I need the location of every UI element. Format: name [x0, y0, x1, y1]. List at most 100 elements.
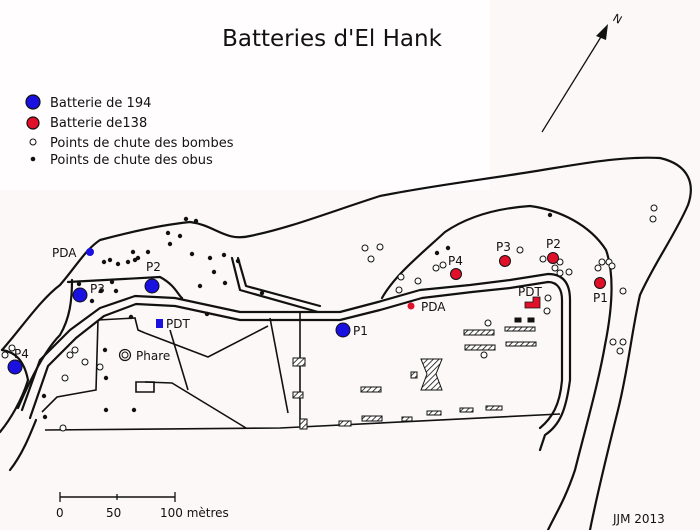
- north-label: N: [611, 11, 625, 26]
- shell-impact-marker: [145, 249, 151, 255]
- battery-138-p2-label: P2: [546, 237, 561, 251]
- shell-impact-marker: [113, 288, 119, 294]
- shell-impact-marker: [130, 249, 136, 255]
- bomb-impact-marker: [544, 294, 552, 302]
- scale-bar: 0 50 100 mètres: [56, 492, 229, 520]
- bomb-impact-marker: [414, 277, 422, 285]
- bomb-impact-marker: [616, 347, 624, 355]
- battery-138-pda-marker[interactable]: [407, 302, 415, 310]
- shell-impact-marker: [547, 212, 553, 218]
- shell-impact-marker: [128, 314, 134, 320]
- bomb-impact-marker: [619, 338, 627, 346]
- bomb-impact-marker: [395, 286, 403, 294]
- legend-battery-138: Batterie de138: [50, 116, 147, 131]
- shell-impact-marker: [259, 290, 265, 296]
- shell-impact-marker: [204, 311, 210, 317]
- bomb-impact-marker: [556, 269, 564, 277]
- bomb-impact-marker: [594, 264, 602, 272]
- shell-impact-marker: [103, 375, 109, 381]
- credit: JJM 2013: [612, 512, 665, 526]
- road: [20, 256, 572, 452]
- bomb-impact-marker: [480, 351, 488, 359]
- coastline: [0, 156, 692, 530]
- buildings: [292, 317, 537, 430]
- battery-138-p3-label: P3: [496, 240, 511, 254]
- shell-impact-marker: [131, 407, 137, 413]
- north-arrow-icon: N: [541, 11, 625, 133]
- bomb-impact-marker: [649, 215, 657, 223]
- bomb-impact-marker: [619, 287, 627, 295]
- battery-194-pda-marker[interactable]: [86, 248, 94, 256]
- battery-138-p2-marker[interactable]: [547, 252, 559, 264]
- shell-impact-marker: [102, 347, 108, 353]
- battery-194-p3-label: P3: [90, 282, 105, 296]
- shell-impact-marker: [193, 218, 199, 224]
- battery-138-p4-label: P4: [448, 254, 463, 268]
- lighthouse-icon: [118, 348, 132, 362]
- battery-138-pda-label: PDA: [421, 300, 446, 314]
- batteries-138: P4 P3 P2 P1 PDA PDT: [407, 237, 608, 314]
- shell-impact-marker: [115, 261, 121, 267]
- shell-impact-marker: [177, 233, 183, 239]
- legend-shell-impacts: Points de chute des obus: [50, 153, 213, 168]
- battery-194-p2-label: P2: [146, 260, 161, 274]
- bomb-impact-marker: [516, 246, 524, 254]
- shell-impact-marker: [434, 250, 440, 256]
- battery-194-pdt-marker[interactable]: [156, 319, 163, 328]
- bomb-impact-marker: [539, 255, 547, 263]
- shell-impact-marker: [101, 259, 107, 265]
- scale-label-50: 50: [106, 506, 121, 520]
- legend: Batterie de 194 Batterie de138 Points de…: [25, 94, 234, 168]
- lighthouse: Phare: [118, 348, 170, 363]
- shell-impact-marker: [98, 288, 104, 294]
- legend-battery-194: Batterie de 194: [50, 96, 151, 111]
- shell-impacts: [41, 212, 553, 420]
- lighthouse-label: Phare: [136, 349, 170, 363]
- shell-impact-marker: [207, 255, 213, 261]
- shell-impact-marker: [42, 414, 48, 420]
- blue-battery-legend-icon: [25, 94, 41, 110]
- shell-impact-marker: [235, 258, 241, 264]
- battery-194-p2-marker[interactable]: [144, 278, 160, 294]
- shell-impact-marker: [445, 245, 451, 251]
- battery-138-p3-marker[interactable]: [499, 255, 511, 267]
- bomb-impact-marker: [439, 261, 447, 269]
- battery-194-p3-marker[interactable]: [72, 287, 88, 303]
- shell-impact-marker: [76, 281, 82, 287]
- bomb-impact-marker: [1, 351, 9, 359]
- battery-138-p1-marker[interactable]: [594, 277, 606, 289]
- bomb-impact-marker: [609, 338, 617, 346]
- bomb-impact-marker: [608, 262, 616, 270]
- bomb-impact-marker: [551, 264, 559, 272]
- bomb-impact-marker: [8, 344, 16, 352]
- battery-194-p1-marker[interactable]: [335, 322, 351, 338]
- battery-138-p1-label: P1: [593, 291, 608, 305]
- shell-impact-marker: [183, 216, 189, 222]
- fence-lines: [41, 312, 561, 431]
- battery-194-p1-label: P1: [353, 324, 368, 338]
- shell-impact-marker: [107, 257, 113, 263]
- battery-138-p4-marker[interactable]: [450, 268, 462, 280]
- shell-impact-marker: [89, 298, 95, 304]
- battery-138-pdt-label: PDT: [518, 285, 542, 299]
- bomb-impact-marker: [367, 255, 375, 263]
- bomb-legend-icon: [29, 138, 37, 146]
- battery-194-p4-marker[interactable]: [7, 359, 23, 375]
- battery-138-pdt-marker[interactable]: [524, 296, 541, 309]
- scale-label-0: 0: [56, 506, 64, 520]
- bomb-impacts: [1, 204, 658, 432]
- red-battery-legend-icon: [26, 116, 40, 130]
- battery-194-pda-label: PDA: [52, 246, 77, 260]
- legend-bomb-impacts: Points de chute des bombes: [50, 136, 234, 151]
- bomb-impact-marker: [96, 363, 104, 371]
- shell-impact-marker: [197, 283, 203, 289]
- shell-impact-marker: [222, 280, 228, 286]
- shell-impact-marker: [221, 252, 227, 258]
- bomb-impact-marker: [59, 424, 67, 432]
- bomb-impact-marker: [376, 243, 384, 251]
- bomb-impact-marker: [543, 307, 551, 315]
- map-title: Batteries d'El Hank: [222, 26, 442, 52]
- bomb-impact-marker: [432, 264, 440, 272]
